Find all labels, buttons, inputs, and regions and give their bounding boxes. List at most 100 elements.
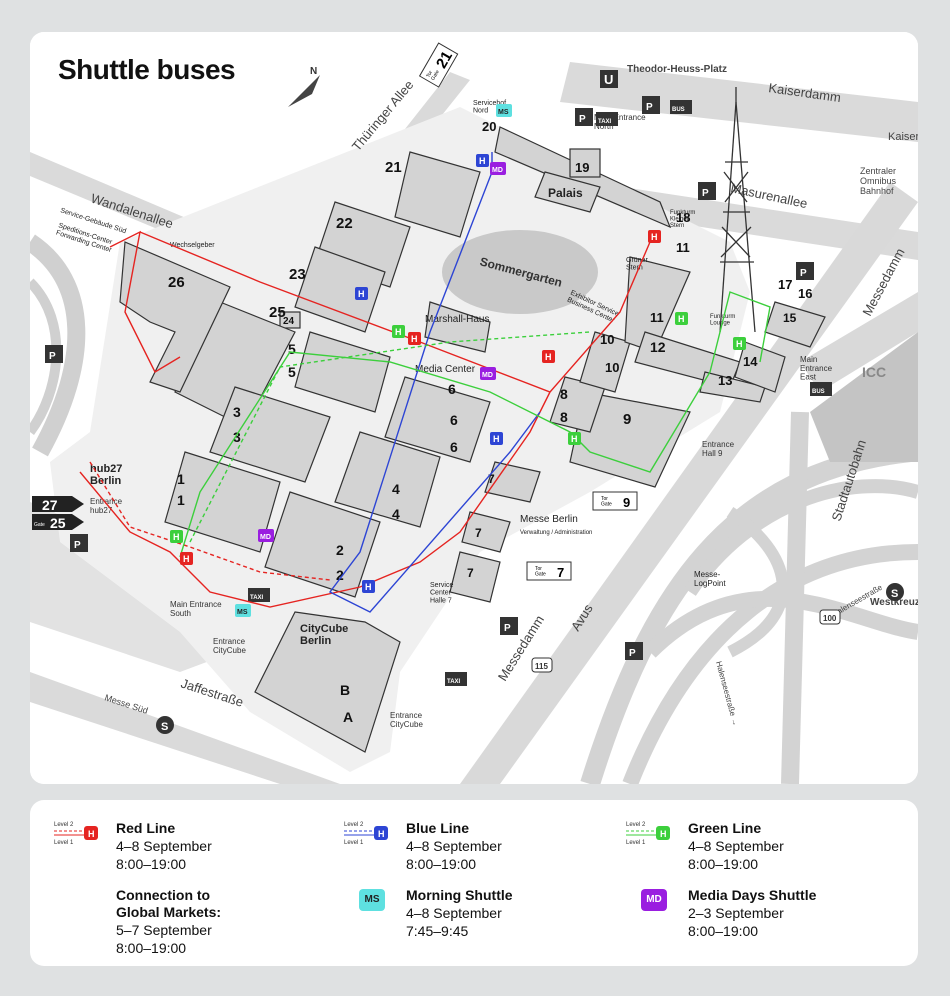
svg-text:25: 25 (50, 515, 66, 531)
svg-text:TAXI: TAXI (598, 119, 612, 125)
svg-text:P: P (74, 540, 81, 551)
svg-text:Level 1: Level 1 (344, 840, 364, 846)
shuttle-stop-blue[interactable]: H (362, 580, 375, 593)
shuttle-stop-red[interactable]: H (408, 332, 421, 345)
kaiser-label: Kaiser (888, 131, 918, 143)
hall-20-label: 20 (482, 119, 496, 134)
legend-global-name: Connection to Global Markets: (116, 887, 222, 920)
shuttle-stop-blue[interactable]: H (490, 432, 503, 445)
svg-text:P: P (629, 648, 636, 659)
svg-text:P: P (504, 623, 511, 634)
legend-global-dates: 5–7 September (116, 922, 212, 938)
shuttle-stop-blue[interactable]: H (355, 287, 368, 300)
hall-11-2-label: 11 (676, 240, 690, 255)
shuttle-stop-md[interactable]: MD (258, 529, 274, 542)
hall-10[interactable] (579, 331, 631, 393)
md-badge-icon: MD (641, 889, 667, 911)
messe-berlin-label: Messe Berlin (520, 514, 578, 525)
svg-text:P: P (49, 351, 56, 362)
venue-map: Sommergarten (30, 32, 918, 784)
hall-7a-label: 7 (467, 566, 474, 580)
hall-7b-label: 7 (475, 526, 482, 540)
hall-15-16-17[interactable] (764, 301, 826, 348)
hall-palais[interactable] (534, 171, 601, 213)
hall-citycube[interactable] (254, 611, 401, 753)
hall-21[interactable] (394, 151, 481, 238)
parking-icon (796, 262, 814, 280)
svg-text:H: H (395, 327, 402, 337)
s-bahn-icon (156, 716, 174, 734)
svg-text:P: P (702, 188, 709, 199)
svg-text:27: 27 (42, 497, 58, 513)
svg-text:P: P (646, 102, 653, 113)
shuttle-stop-green[interactable]: H (733, 337, 746, 350)
highway-sign (531, 657, 553, 673)
shuttle-stop-green[interactable]: H (170, 530, 183, 543)
hall-8-2-label: 8 (560, 386, 568, 402)
icc-label: ICC (862, 364, 886, 380)
gate-21-sign: TorGate 21 (418, 42, 459, 88)
hall-6[interactable] (384, 376, 491, 463)
hall-7c[interactable] (484, 461, 541, 503)
hall-4[interactable] (334, 431, 441, 528)
hall-7a[interactable] (449, 551, 501, 603)
hall-26[interactable] (119, 241, 231, 393)
shuttle-stop-ms[interactable]: MS (235, 604, 251, 617)
shuttle-stop-ms[interactable]: MS (496, 104, 512, 117)
hall-23[interactable] (294, 246, 386, 333)
legend-global-markets: Connection to Global Markets: 5–7 Septem… (54, 887, 304, 957)
legend-global-times: 8:00–19:00 (116, 940, 187, 956)
shuttle-stop-green[interactable]: H (675, 312, 688, 325)
theodor-label: Theodor-Heuss-Platz (627, 64, 727, 75)
svg-text:S: S (161, 721, 168, 733)
svg-text:MD: MD (260, 534, 271, 541)
parking-icon (625, 642, 643, 660)
green-line-icon: Level 2 Level 1 H (626, 822, 670, 846)
messe-berlin-sub-label: Verwaltung / Administration (520, 530, 592, 536)
shuttle-stop-green[interactable]: H (568, 432, 581, 445)
svg-text:7: 7 (557, 565, 564, 580)
hall-3[interactable] (209, 386, 331, 483)
green-line-route-level2 (189, 331, 591, 543)
shuttle-stop-red[interactable]: H (648, 230, 661, 243)
legend-column-red: Level 2 Level 1 H Red Line 4–8 September… (54, 820, 304, 971)
svg-text:H: H (183, 554, 190, 564)
shuttle-stop-green[interactable]: H (392, 325, 405, 338)
svg-text:BUS: BUS (812, 389, 825, 395)
parking-icon (698, 182, 716, 200)
hall-7b[interactable] (461, 511, 511, 553)
shuttle-stop-red[interactable]: H (542, 350, 555, 363)
palais-label: Palais (548, 186, 583, 200)
legend-panel: Level 2 Level 1 H Red Line 4–8 September… (30, 800, 918, 966)
u-bahn-sign (600, 70, 618, 88)
legend-blue-line: Level 2 Level 1 H Blue Line 4–8 Septembe… (344, 820, 594, 873)
legend-red-dates: 4–8 September (116, 838, 212, 854)
shuttle-stop-red[interactable]: H (180, 552, 193, 565)
hall-2[interactable] (264, 491, 381, 598)
svg-text:P: P (579, 114, 586, 125)
svg-text:N: N (310, 66, 317, 77)
westkreuz-label: Westkreuz (870, 597, 918, 608)
hall-14[interactable] (734, 341, 786, 393)
transport-signs: U P TAXI P BUS P P BUS P P P P TAXI (45, 70, 904, 734)
legend-morning-times: 7:45–9:45 (406, 923, 469, 939)
legend-column-blue: Level 2 Level 1 H Blue Line 4–8 Septembe… (344, 820, 594, 954)
hall-1[interactable] (164, 451, 281, 553)
highway-sign (819, 609, 841, 625)
hall-11-1-label: 11 (650, 310, 664, 325)
hall-5[interactable] (294, 331, 391, 413)
hall-19[interactable] (569, 148, 601, 178)
hall-24[interactable] (279, 311, 301, 329)
shuttle-stop-blue[interactable]: H (476, 154, 489, 167)
svg-text:H: H (493, 434, 500, 444)
shuttle-stop-md[interactable]: MD (490, 162, 506, 175)
hall-25-label: 25 (269, 304, 286, 321)
legend-media-days: MD Media Days Shuttle 2–3 September 8:00… (626, 887, 876, 940)
hall-2-1-label: 2 (336, 567, 344, 583)
shuttle-stop-md[interactable]: MD (480, 367, 496, 380)
